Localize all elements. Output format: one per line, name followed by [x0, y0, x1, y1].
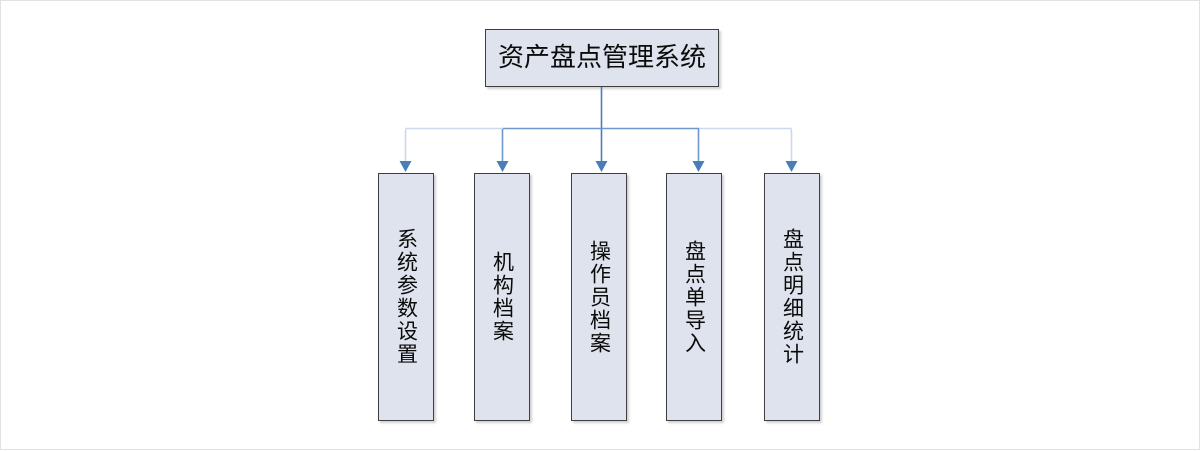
node-label: 操作员档案: [587, 239, 612, 355]
node-system-parameter-settings[interactable]: 系统参数设置: [378, 173, 434, 421]
node-label: 机构档案: [490, 251, 515, 343]
node-label: 盘点明细统计: [780, 228, 805, 366]
node-operator-archive[interactable]: 操作员档案: [571, 173, 627, 421]
connector-drop-1: [404, 127, 407, 162]
node-label: 盘点单导入: [682, 239, 707, 355]
arrowhead-2: [496, 161, 509, 172]
connector-drop-5: [790, 127, 793, 162]
arrowhead-3: [595, 161, 608, 172]
node-organization-archive[interactable]: 机构档案: [474, 173, 530, 421]
arrowhead-5: [785, 161, 798, 172]
node-label: 系统参数设置: [394, 228, 419, 366]
node-root[interactable]: 资产盘点管理系统: [485, 29, 719, 87]
arrowhead-4: [692, 161, 705, 172]
node-inventory-sheet-import[interactable]: 盘点单导入: [666, 173, 722, 421]
node-inventory-detail-statistics[interactable]: 盘点明细统计: [764, 173, 820, 421]
arrowhead-1: [399, 161, 412, 172]
node-root-label: 资产盘点管理系统: [497, 43, 706, 72]
